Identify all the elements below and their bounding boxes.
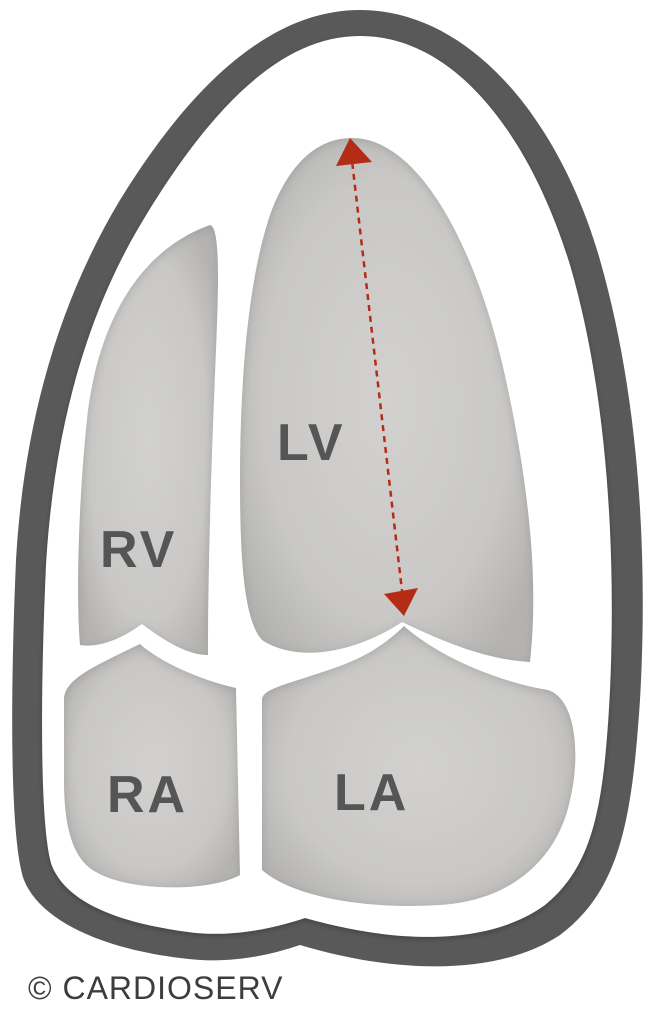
right-ventricle-cavity [78,225,218,655]
arrowhead-top [336,138,372,166]
left-ventricle-cavity [240,138,534,662]
arrowhead-bottom [384,588,418,616]
copyright-text: © CARDIOSERV [28,970,284,1006]
right-atrium-cavity [64,644,240,888]
la-label: LA [334,764,409,822]
ra-label: RA [107,766,188,824]
rv-label: RV [100,521,177,579]
double-headed-arrow-icon [336,138,418,616]
left-atrium-cavity [262,626,576,906]
lv-label: LV [277,414,346,472]
